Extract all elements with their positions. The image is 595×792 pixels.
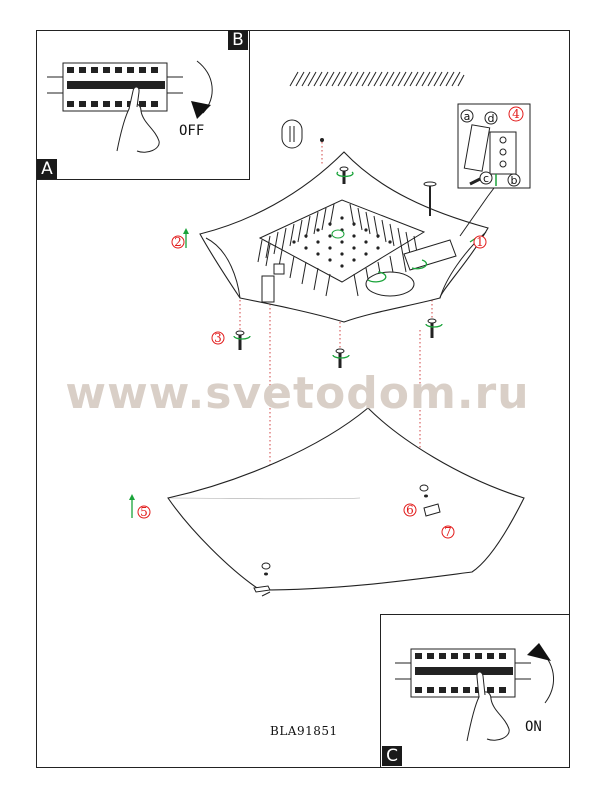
ceiling-hatch — [288, 71, 465, 87]
detail-letter-labels: a d c b — [460, 109, 521, 187]
heatsink-fins — [257, 203, 419, 297]
off-label: OFF — [179, 123, 205, 139]
page-frame — [36, 30, 570, 768]
step-numbers — [137, 106, 524, 539]
step-3: 3 — [214, 331, 222, 345]
step-7: 7 — [444, 525, 452, 539]
breaker-off-illustration — [47, 60, 213, 153]
letter-c: c — [483, 172, 489, 185]
panel-c-tag: C — [382, 746, 402, 766]
diffuser-glass — [167, 407, 525, 597]
breaker-on-illustration — [395, 643, 554, 742]
model-code: BLA91851 — [270, 724, 338, 738]
panel-a-tag: A — [37, 159, 57, 179]
letter-b: b — [511, 174, 518, 187]
step-2: 2 — [174, 235, 182, 249]
panel-switch-off: OFF A — [36, 30, 250, 180]
step-4: 4 — [512, 107, 520, 121]
panel-b-tag: B — [228, 30, 248, 50]
watermark: www.svetodom.ru — [65, 368, 530, 419]
step-6: 6 — [406, 503, 414, 517]
letter-a: a — [464, 110, 471, 123]
wall-plug-icon — [281, 119, 324, 149]
mounting-base — [199, 151, 501, 323]
led-grid — [292, 216, 392, 268]
screws — [235, 166, 437, 368]
step-5: 5 — [140, 505, 148, 519]
on-label: ON — [525, 719, 542, 735]
panel-switch-on: ON — [380, 614, 570, 768]
letter-d: d — [488, 112, 495, 125]
step-1: 1 — [476, 235, 484, 249]
